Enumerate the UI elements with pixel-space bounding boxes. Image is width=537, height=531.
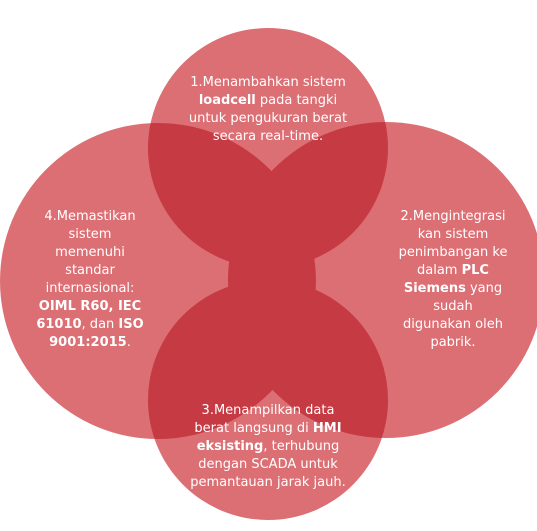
label-run: digunakan oleh <box>402 317 503 332</box>
label-run: eksisting <box>196 439 264 454</box>
label-run: , terhubung <box>263 439 340 454</box>
label-run: pemantauan jarak jauh. <box>190 475 346 490</box>
label-run: pada <box>255 93 297 108</box>
label-run: memenuhi <box>55 245 125 260</box>
label-run: kan sistem <box>417 227 489 242</box>
label-run: real-time. <box>256 129 324 144</box>
label-run: . <box>126 335 131 350</box>
label-run: HMI <box>312 421 342 436</box>
label-run: , dan <box>81 317 119 332</box>
label-run: ISO <box>118 317 144 332</box>
label-run: standar <box>65 263 115 278</box>
label-run: 9001:2015 <box>49 335 127 350</box>
overlap-top-left <box>148 123 316 268</box>
overlap-bottom-right <box>228 280 388 438</box>
label-run: 61010 <box>36 317 82 332</box>
label-run: internasional: <box>45 281 135 296</box>
label-run: loadcell <box>198 93 256 108</box>
label-run: yang <box>465 281 503 296</box>
label-run: untuk pengukuran berat <box>188 111 348 126</box>
label-run: dengan SCADA untuk <box>198 457 338 472</box>
label-run: dalam <box>417 263 462 278</box>
label-run: sistem <box>68 227 112 242</box>
label-run: 3.Menampilkan data <box>201 403 335 418</box>
label-right: 2.Mengintegrasi kan sistem penimbangan ke d… <box>378 208 528 352</box>
label-run: 1.Menambahkan <box>190 75 303 90</box>
label-run: sistem <box>302 75 346 90</box>
label-run: secara <box>212 129 257 144</box>
label-top: 1.Menambahkan sistem loadcell pada tangki… <box>158 74 378 146</box>
label-run: penimbangan ke <box>398 245 508 260</box>
overlap-top-right <box>228 122 388 268</box>
label-run: OIML R60, IEC <box>38 299 142 314</box>
label-run: pabrik. <box>430 335 476 350</box>
label-run: sudah <box>433 299 473 314</box>
label-run: berat langsung di <box>194 421 313 436</box>
label-run: Siemens <box>403 281 466 296</box>
label-bottom: 3.Menampilkan data berat langsung di HMI e… <box>158 402 378 492</box>
label-run: tangki <box>296 93 338 108</box>
label-run: 2.Mengintegrasi <box>400 209 506 224</box>
label-left: 4.Memastikan sistem memenuhi standar interna… <box>22 208 158 352</box>
label-run: 4.Memastikan <box>44 209 136 224</box>
label-run: PLC <box>461 263 489 278</box>
